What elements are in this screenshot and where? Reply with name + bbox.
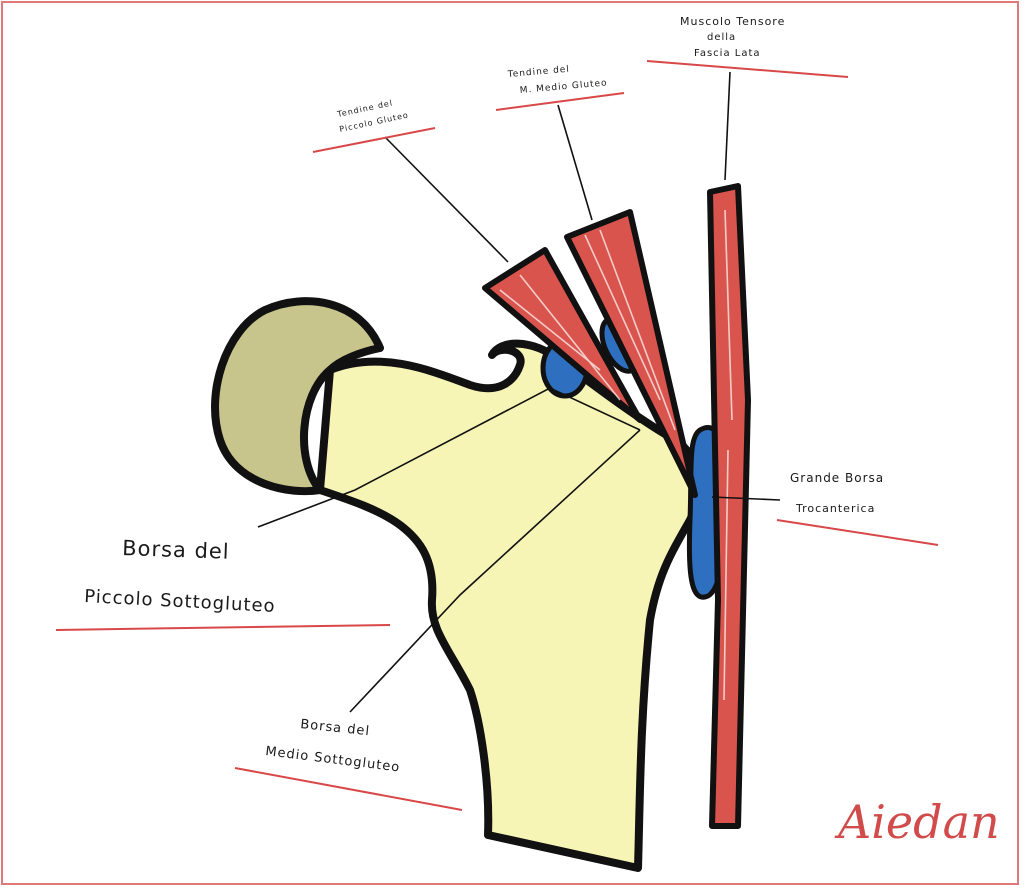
- tensore-fascia-lata: [707, 183, 751, 829]
- svg-text:Tendine del: Tendine del: [506, 65, 570, 80]
- svg-text:della: della: [707, 32, 736, 43]
- label-tendine-piccolo: Tendine del Piccolo Gluteo: [336, 98, 410, 134]
- svg-text:Medio Sottogluteo: Medio Sottogluteo: [265, 744, 401, 775]
- svg-text:Borsa del: Borsa del: [122, 536, 230, 564]
- svg-text:Borsa del: Borsa del: [300, 717, 371, 739]
- femur-bone: [316, 339, 703, 872]
- svg-text:Trocanterica: Trocanterica: [795, 502, 875, 515]
- tendine-medio-gluteo: [564, 209, 698, 498]
- svg-text:Fascia Lata: Fascia Lata: [694, 48, 761, 59]
- label-grande-borsa: Grande Borsa Trocanterica: [790, 471, 884, 515]
- svg-text:Grande Borsa: Grande Borsa: [790, 471, 884, 485]
- svg-text:Piccolo Sottogluteo: Piccolo Sottogluteo: [84, 586, 276, 617]
- label-borsa-piccolo: Borsa del Piccolo Sottogluteo: [84, 536, 276, 617]
- femoral-head: [211, 297, 384, 496]
- muscle-fiber-highlights: [499, 209, 733, 701]
- leader-lines: [257, 71, 781, 713]
- signature: Aiedan: [834, 795, 1000, 849]
- label-underlines: [55, 60, 939, 811]
- svg-text:Muscolo Tensore: Muscolo Tensore: [680, 15, 785, 28]
- label-tensore: Muscolo Tensore della Fascia Lata: [680, 15, 785, 59]
- label-borsa-medio: Borsa del Medio Sottogluteo: [265, 717, 401, 775]
- svg-text:M. Medio Gluteo: M. Medio Gluteo: [519, 78, 608, 96]
- label-tendine-medio: Tendine del M. Medio Gluteo: [506, 65, 608, 96]
